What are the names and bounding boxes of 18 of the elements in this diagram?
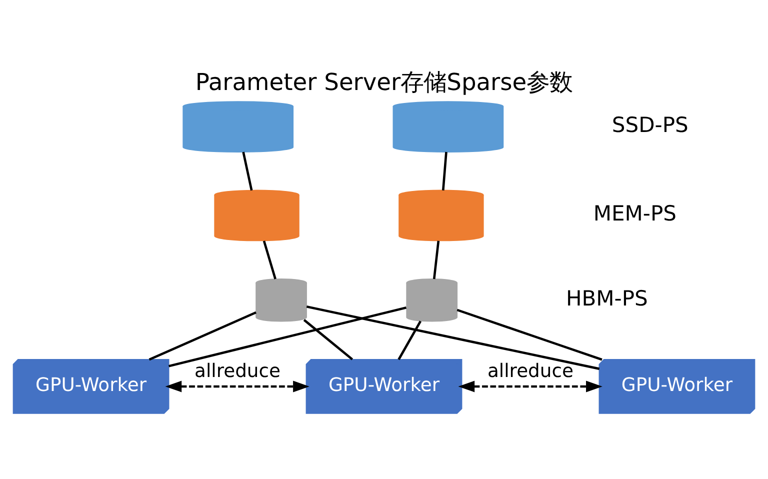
- connector: [398, 320, 422, 360]
- connector: [242, 151, 253, 190]
- connector: [306, 305, 600, 370]
- arrow: [165, 380, 310, 392]
- label: HBM-PS: [566, 286, 648, 310]
- label: MEM-PS: [593, 201, 676, 226]
- diagram-title: Parameter Server存储Sparse参数: [195, 68, 573, 96]
- edge-label: allreduce: [194, 360, 280, 382]
- connector: [168, 306, 407, 367]
- label: SSD-PS: [612, 112, 688, 136]
- connector: [432, 240, 440, 279]
- connector: [442, 151, 448, 190]
- connector: [262, 240, 276, 279]
- edge-label: allreduce: [488, 360, 574, 382]
- connector: [303, 318, 354, 360]
- connector: [148, 310, 256, 360]
- connector: [456, 308, 602, 360]
- arrow: [458, 380, 602, 392]
